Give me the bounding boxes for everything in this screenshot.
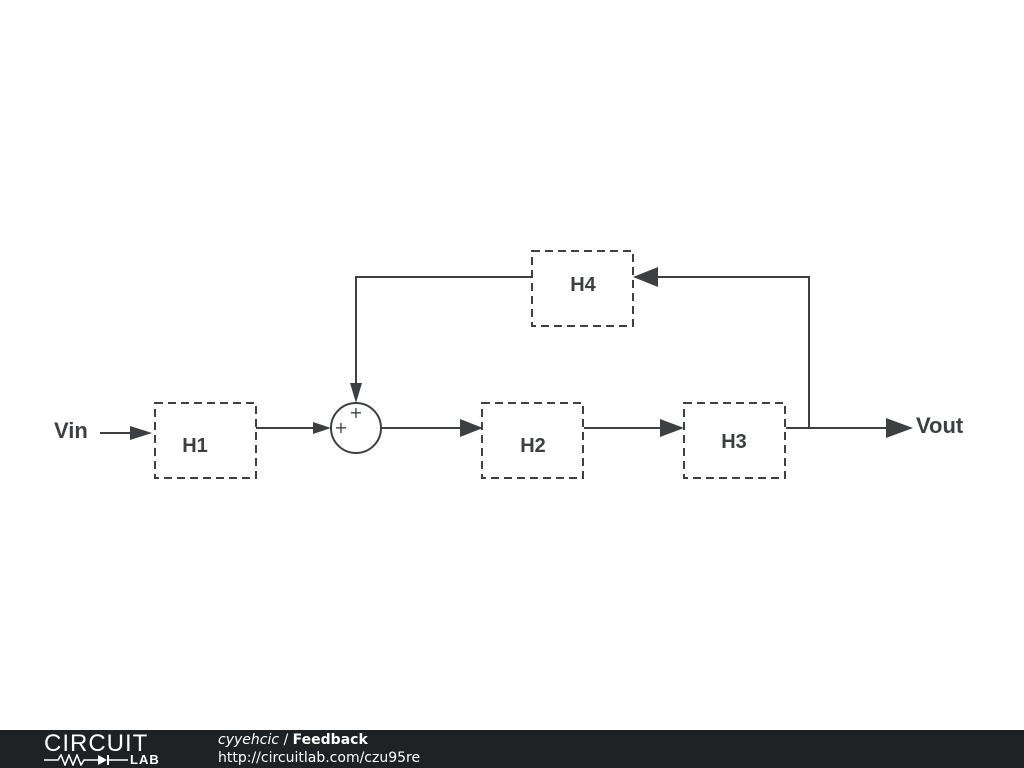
- logo-wordmark-circuit: CIRCUIT: [44, 730, 149, 757]
- logo-wordmark-lab: LAB: [130, 752, 160, 767]
- input-label: Vin: [54, 418, 88, 443]
- footer-title-line: cyyehcic / Feedback: [218, 731, 420, 749]
- arrowhead-summer-h2: [460, 419, 483, 437]
- arrowhead-summer-feedback: [350, 383, 362, 403]
- circuit-url[interactable]: http://circuitlab.com/czu95re: [218, 750, 421, 766]
- arrowhead-h2-h3: [660, 419, 684, 437]
- author-name[interactable]: cyyehcic: [218, 732, 280, 748]
- block-h3: H3: [683, 402, 786, 479]
- arrowhead-h1-summer: [313, 422, 331, 434]
- diagram-canvas: H1 H2 H3 H4 + + Vin Vout: [54, 250, 964, 479]
- block-h3-label: H3: [721, 431, 747, 453]
- footer-info: cyyehcic / Feedback http://circuitlab.co…: [218, 731, 420, 767]
- summer-forward-sign: +: [334, 418, 347, 437]
- block-h2-label: H2: [520, 435, 546, 457]
- block-diagram: H1 H2 H3 H4 + + Vin Vout: [54, 250, 964, 479]
- footer-bar: CIRCUIT LAB cyyehcic / Feedback http://c…: [0, 730, 1024, 768]
- wire-feedback-to-h4: [655, 276, 810, 428]
- arrowhead-h4-input: [633, 267, 658, 287]
- arrowhead-vin-h1: [130, 426, 152, 440]
- block-h1: H1: [154, 402, 257, 479]
- block-h2: H2: [481, 402, 584, 479]
- title-separator: /: [279, 732, 293, 748]
- circuitlab-logo[interactable]: CIRCUIT LAB: [44, 732, 176, 766]
- wires: [100, 267, 913, 440]
- summing-junction: + +: [330, 402, 382, 454]
- wire-h4-summer: [355, 276, 532, 386]
- resistor-diode-icon: [44, 754, 128, 766]
- summer-feedback-sign: +: [349, 403, 362, 422]
- arrowhead-vout: [886, 418, 913, 438]
- circuit-title[interactable]: Feedback: [292, 732, 368, 748]
- block-h4: H4: [531, 250, 634, 327]
- block-h1-label: H1: [182, 435, 208, 457]
- output-label: Vout: [916, 413, 964, 438]
- block-h4-label: H4: [570, 274, 596, 296]
